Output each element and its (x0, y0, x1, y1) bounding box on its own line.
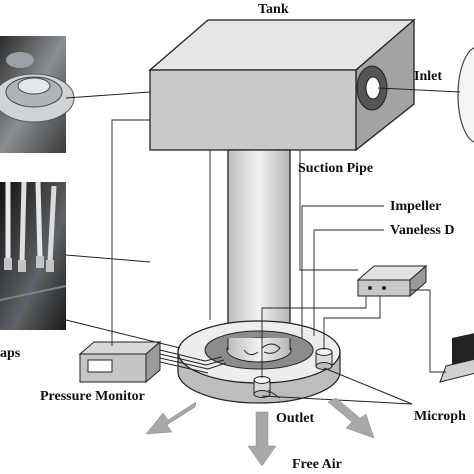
wiring (111, 119, 446, 378)
label-free-air: Free Air (292, 457, 342, 472)
label-pressure-monitor: Pressure Monitor (40, 389, 145, 404)
diffuser-disc (177, 320, 341, 404)
leader-lines (65, 87, 461, 405)
arrow-left (145, 401, 197, 435)
laptop (439, 333, 474, 383)
tank (148, 18, 416, 152)
label-taps: aps (0, 346, 21, 361)
airflow-arrows (145, 397, 375, 467)
pressure-taps-photo (0, 181, 67, 330)
label-tank: Tank (258, 2, 289, 17)
microphone-1 (315, 348, 333, 370)
label-vaneless: Vaneless D (390, 223, 454, 238)
arrow-down (247, 411, 277, 467)
suction-pipe (227, 149, 291, 339)
label-impeller: Impeller (390, 199, 441, 214)
labels: Tank Inlet Suction Pipe Impeller Vaneles… (0, 2, 466, 472)
arrow-right (327, 397, 375, 439)
label-suction-pipe: Suction Pipe (298, 161, 373, 176)
impeller-photo (0, 36, 75, 153)
inlet-photo (457, 47, 474, 143)
pressure-monitor (78, 340, 209, 384)
microphone-2 (253, 376, 271, 398)
label-inlet: Inlet (414, 69, 442, 84)
label-outlet: Outlet (276, 411, 314, 426)
signal-amplifier (356, 264, 428, 298)
label-microphone: Microph (414, 409, 466, 424)
